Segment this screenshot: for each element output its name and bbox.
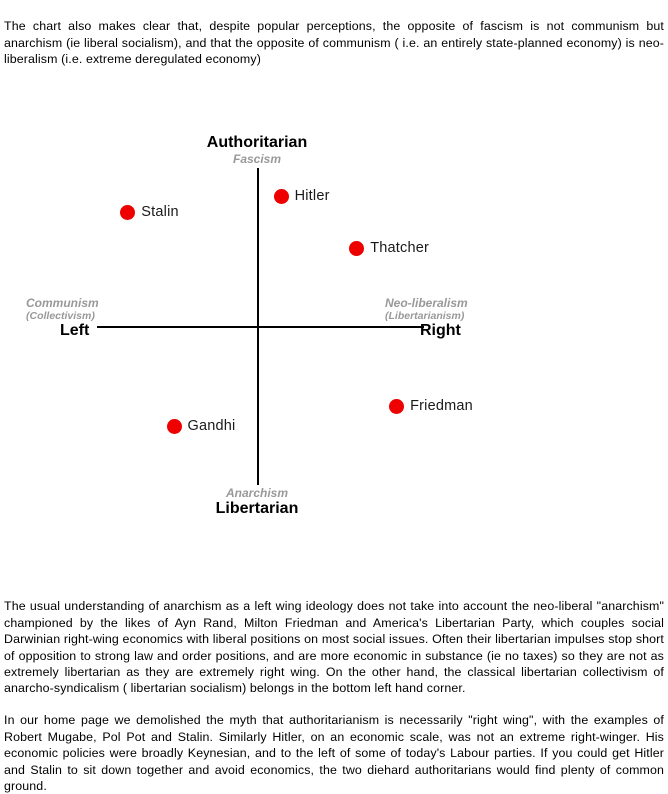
axis-pole-authoritarian: Authoritarian Fascism xyxy=(0,134,514,166)
data-point-friedman: Friedman xyxy=(389,398,473,416)
data-point-stalin: Stalin xyxy=(120,204,179,222)
data-point-label: Thatcher xyxy=(370,240,430,257)
axis-pole-libertarian-label: Libertarian xyxy=(215,500,299,517)
political-compass-chart: Authoritarian Fascism Anarchism Libertar… xyxy=(0,120,668,540)
data-point-marker xyxy=(273,188,289,204)
homepage-paragraph: In our home page we demolished the myth … xyxy=(4,713,664,794)
data-point-marker xyxy=(166,418,182,434)
axis-pole-libertarian: Anarchism Libertarian xyxy=(0,486,514,518)
data-point-label: Friedman xyxy=(410,398,473,415)
data-point-marker xyxy=(389,398,405,414)
horizontal-axis-line xyxy=(97,326,424,328)
data-point-label: Gandhi xyxy=(187,418,236,435)
data-point-hitler: Hitler xyxy=(273,188,330,206)
axis-pole-right-label: Right xyxy=(420,322,461,339)
axis-pole-communism-sublabel: Communism xyxy=(26,296,99,310)
axis-pole-right: Neo-liberalism (Libertarianism) Right xyxy=(385,296,468,340)
axis-pole-authoritarian-label: Authoritarian xyxy=(206,134,308,151)
axis-pole-left: Communism (Collectivism) Left xyxy=(26,296,99,340)
axis-pole-libertarianism-sublabel: (Libertarianism) xyxy=(385,310,465,322)
data-point-thatcher: Thatcher xyxy=(349,240,429,258)
data-point-label: Stalin xyxy=(141,204,179,221)
axis-pole-fascism-sublabel: Fascism xyxy=(232,152,282,166)
data-point-marker xyxy=(120,204,136,220)
data-point-marker xyxy=(349,240,365,256)
axis-pole-left-label: Left xyxy=(60,322,90,339)
intro-paragraph: The chart also makes clear that, despite… xyxy=(4,19,664,67)
anarchism-paragraph: The usual understanding of anarchism as … xyxy=(4,599,664,696)
axis-pole-collectivism-sublabel: (Collectivism) xyxy=(26,310,95,322)
data-point-label: Hitler xyxy=(294,188,330,205)
axis-pole-anarchism-sublabel: Anarchism xyxy=(225,486,289,500)
data-point-gandhi: Gandhi xyxy=(166,418,236,436)
axis-pole-neoliberalism-sublabel: Neo-liberalism xyxy=(385,296,468,310)
